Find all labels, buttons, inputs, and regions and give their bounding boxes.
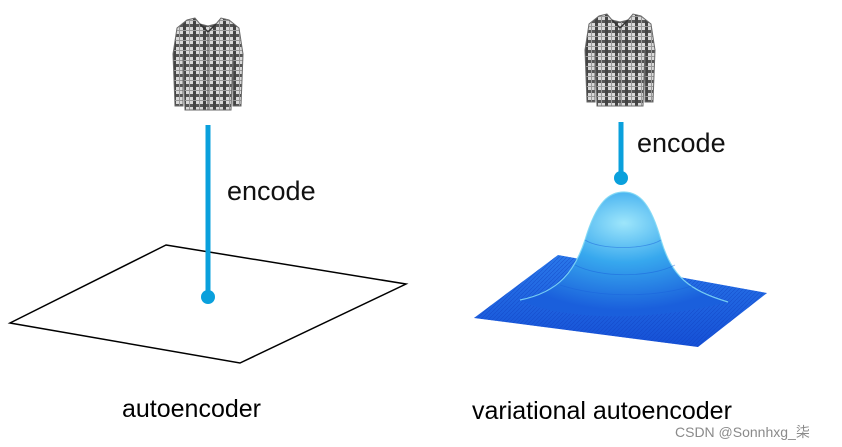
- gaussian-surface: [474, 191, 767, 347]
- encode-point: [201, 290, 215, 304]
- vae-caption: variational autoencoder: [472, 397, 732, 425]
- watermark: CSDN @Sonnhxg_柒: [675, 424, 810, 440]
- autoencoder-caption: autoencoder: [122, 395, 262, 423]
- encode-point: [614, 171, 628, 185]
- plaid-shirt-icon: [584, 13, 656, 107]
- latent-plane: [7, 244, 409, 364]
- plaid-shirt-icon: [172, 17, 244, 111]
- left-encode-label: encode: [227, 176, 316, 206]
- right-encode-label: encode: [637, 128, 726, 158]
